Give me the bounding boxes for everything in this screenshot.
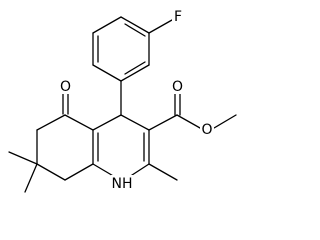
atom-nh: NH [111,175,133,192]
c-f-bond [148,19,173,34]
dihydropyridine-ring [92,114,150,178]
amine-label: NH [112,176,133,192]
fluorophenyl-ring [92,16,150,82]
fluorine-label: F [174,9,182,25]
atom-ester-carbonyl-o: O [171,78,184,95]
gem-dimethyl [8,151,38,193]
atom-f: F [172,8,184,25]
cyclohexenone-ring [36,114,94,181]
c2-methyl-bond [148,163,178,181]
ester-ether-oxygen-label: O [201,122,212,138]
ketone-carbonyl [62,92,69,115]
atom-ketone-o: O [59,78,72,95]
methyl-ester [148,92,237,131]
molecule-structure-diagram: F O O O NH [8,8,237,193]
atom-ester-ether-o: O [200,121,214,138]
ketone-oxygen-label: O [60,79,71,95]
ester-carbonyl-oxygen-label: O [172,79,183,95]
